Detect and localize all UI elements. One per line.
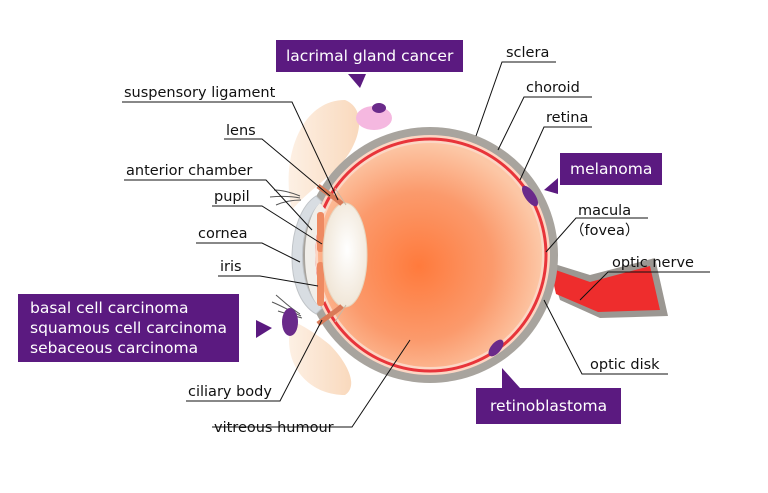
label-optic-nerve: optic nerve: [612, 255, 694, 271]
lens-shape: [322, 202, 368, 308]
callout-melanoma: melanoma: [560, 153, 663, 185]
eyelid-cancer-item: sebaceous carcinoma: [30, 339, 199, 357]
label-sclera: sclera: [506, 45, 550, 61]
callout-eyelid-cancers: basal cell carcinoma squamous cell carci…: [18, 294, 240, 362]
label-pupil: pupil: [214, 189, 250, 205]
label-suspensory-ligament: suspensory ligament: [124, 85, 276, 101]
label-anterior-chamber: anterior chamber: [126, 163, 253, 179]
suspensory-fiber-2: [334, 304, 347, 323]
iris-lower: [317, 262, 324, 306]
leader-lines: [122, 61, 710, 428]
label-cornea: cornea: [198, 226, 248, 242]
upper-eyelid: [288, 100, 360, 210]
vitreous-body: [318, 143, 542, 367]
label-macula: macula: [578, 203, 632, 219]
lower-eyelid: [288, 320, 352, 395]
label-choroid: choroid: [526, 80, 580, 96]
eyelid-cancer-item: squamous cell carcinoma: [30, 319, 228, 337]
cornea-shape: [291, 195, 323, 315]
label-vitreous-humour: vitreous humour: [214, 420, 334, 436]
eyelid-callout-pointer: [256, 320, 272, 338]
retinoblastoma-callout-pointer: [502, 368, 520, 388]
suspensory-fiber-1: [334, 187, 347, 206]
optic-nerve-core: [550, 266, 660, 312]
callout-retinoblastoma: retinoblastoma: [476, 388, 622, 424]
melanoma-callout-pointer: [544, 178, 558, 194]
label-lens: lens: [226, 123, 256, 139]
upper-eyelashes: [269, 189, 302, 206]
callout-lacrimal-gland-cancer: lacrimal gland cancer: [276, 40, 464, 72]
label-iris: iris: [220, 259, 242, 275]
lacrimal-tumor: [356, 103, 392, 130]
label-fovea: （fovea）: [570, 223, 640, 239]
eyelid-tumor: [282, 308, 298, 336]
label-optic-disk: optic disk: [590, 357, 660, 373]
melanoma-tumor: [521, 185, 539, 207]
anterior-chamber-space: [305, 203, 326, 307]
retinoblastoma-tumor: [488, 339, 504, 357]
label-ciliary-body: ciliary body: [188, 384, 272, 400]
label-retina: retina: [546, 110, 589, 126]
eyelid-cancer-item: basal cell carcinoma: [30, 299, 189, 317]
lacrimal-callout-pointer: [348, 74, 366, 88]
